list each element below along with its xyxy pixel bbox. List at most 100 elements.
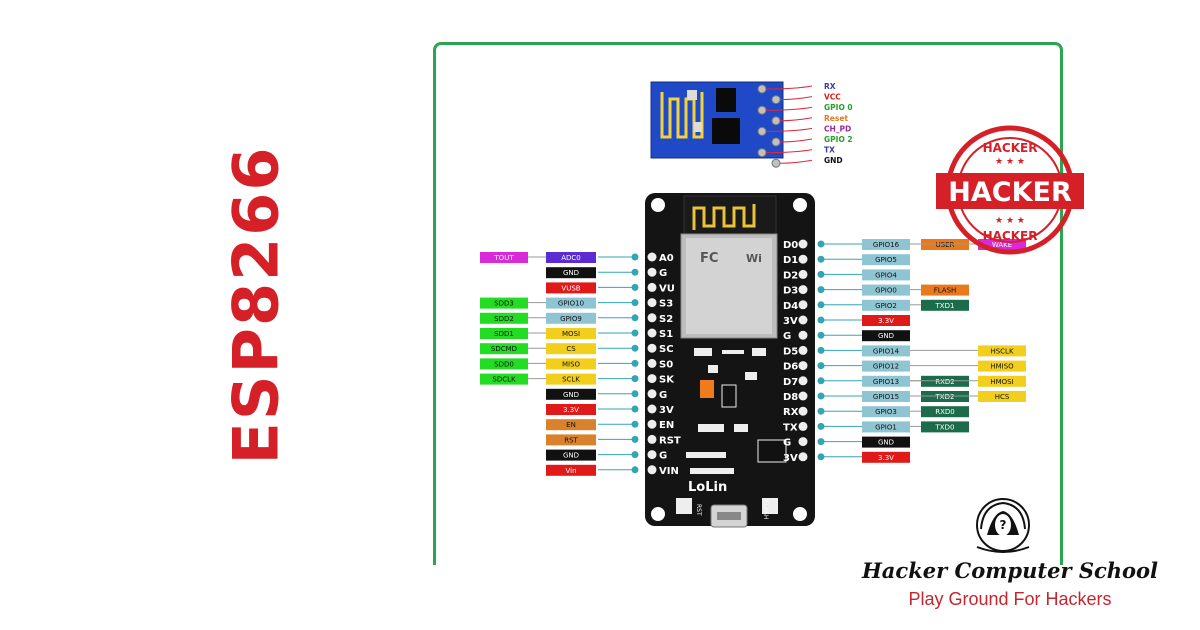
left-pin-tag-bg	[546, 312, 596, 324]
left-pin-label: 3V	[659, 405, 674, 416]
left-pin-alt-tag: SDD3	[494, 300, 514, 308]
right-pin-hole	[798, 421, 808, 431]
left-pin-dot	[631, 390, 639, 398]
right-pin-hole	[798, 391, 808, 401]
right-pin-tag-bg	[862, 315, 910, 326]
right-pin-hole	[798, 330, 808, 340]
left-pin-dot	[631, 299, 639, 307]
left-pin-hole	[647, 450, 657, 460]
right-pin-alt-tag: RXD0	[935, 408, 955, 416]
left-pin-label: SK	[659, 375, 675, 386]
right-pin-tag-bg	[862, 360, 910, 372]
left-pin-dot	[631, 329, 639, 337]
right-pin-label: D8	[783, 392, 798, 403]
left-pin-dot	[631, 314, 639, 322]
left-pin-tag-bg	[546, 404, 596, 415]
right-pin-tag: GPIO0	[875, 287, 897, 295]
esp01-pin-header	[771, 95, 781, 105]
svg-text:★ ★ ★: ★ ★ ★	[995, 216, 1025, 226]
right-pin-label: 3V	[783, 453, 798, 464]
left-pin-label: SC	[659, 344, 674, 355]
left-pin-tag: GND	[563, 391, 579, 399]
left-pin-tag: VUSB	[561, 284, 580, 292]
right-pin-hole	[798, 254, 808, 264]
left-pin-tag-bg	[546, 297, 596, 309]
left-pin-label: S0	[659, 359, 673, 370]
right-pin-label: D1	[783, 255, 798, 266]
right-pin-label: 3V	[783, 316, 798, 327]
left-pin-tag: ADC0	[561, 254, 581, 262]
right-pin-label: G	[783, 438, 791, 449]
left-pin-hole	[647, 389, 657, 399]
left-pin-hole	[647, 298, 657, 308]
right-pin-label: RX	[783, 407, 799, 418]
right-pin-tag: GPIO4	[875, 271, 897, 279]
right-pin-alt2-tag-bg	[978, 239, 1026, 250]
left-pin-alt-tag-bg	[480, 358, 528, 370]
right-pin-tag: GPIO12	[873, 363, 899, 371]
right-pin-alt2-tag-bg	[978, 375, 1026, 387]
left-pin-hole	[647, 328, 657, 338]
right-pin-alt2-tag-bg	[978, 345, 1026, 357]
esp01-pin-label: CH_PD	[824, 124, 851, 133]
left-pin-alt-tag-bg	[480, 343, 528, 355]
left-pin-dot	[631, 420, 639, 428]
left-pin-tag-bg	[546, 343, 596, 355]
left-pin-dot	[631, 375, 639, 383]
left-pin-tag-bg	[546, 358, 596, 370]
esp01-pin-label: GPIO 2	[824, 135, 853, 144]
left-pin-label: RST	[659, 435, 681, 446]
right-pin-tag-bg	[862, 391, 910, 402]
rst-button-label: RST	[695, 504, 702, 516]
left-pin-tag: MISO	[562, 360, 581, 368]
left-pin-tag-bg	[546, 267, 596, 279]
right-pin-hole	[798, 437, 808, 447]
left-pin-tag-bg	[546, 252, 596, 263]
right-pin-label: TX	[783, 422, 798, 433]
esp01-pin-header	[757, 148, 767, 158]
left-pin-label: G	[659, 268, 667, 279]
flash-button-label: FLASH	[762, 500, 769, 519]
right-pin-alt-tag: RXD2	[935, 378, 955, 386]
right-pin-alt-tag-bg	[921, 299, 969, 311]
right-pin-label: D0	[783, 240, 798, 251]
left-pin-tag-bg	[546, 328, 596, 339]
left-pin-label: G	[659, 390, 667, 401]
esp01-pin-label: VCC	[824, 93, 841, 102]
diagram-frame	[433, 42, 1063, 565]
right-pin-tag: GPIO15	[873, 393, 899, 401]
right-pin-tag: GPIO3	[875, 408, 897, 416]
anonymous-logo-icon: ?	[973, 495, 1033, 557]
right-pin-tag-bg	[862, 299, 910, 311]
left-pin-alt-tag-bg	[480, 328, 528, 339]
svg-text:Wi: Wi	[746, 252, 762, 265]
right-pin-tag-bg	[862, 254, 910, 266]
left-pin-alt-tag: TOUT	[493, 254, 514, 262]
esp01-pin-header	[771, 158, 781, 168]
right-pin-tag-bg	[862, 269, 910, 281]
right-pin-alt2-tag: HCS	[995, 393, 1010, 401]
right-pin-alt-tag: TXD0	[935, 423, 955, 431]
right-pin-alt2-tag: HMISO	[990, 363, 1014, 371]
left-pin-tag: MOSI	[562, 330, 580, 338]
right-pin-label: G	[783, 331, 791, 342]
right-pin-tag-bg	[862, 406, 910, 418]
right-pin-hole	[798, 315, 808, 325]
right-pin-tag-bg	[862, 239, 910, 250]
right-pin-alt-tag: FLASH	[934, 287, 957, 295]
stamp-bottom-text: HACKER	[983, 229, 1038, 243]
left-pin-hole	[647, 343, 657, 353]
right-pin-label: D6	[783, 362, 798, 373]
right-pin-tag: GPIO2	[875, 302, 897, 310]
left-pin-hole	[647, 434, 657, 444]
right-pin-alt2-tag: HSCLK	[990, 347, 1013, 355]
right-pin-alt-tag-bg	[921, 421, 969, 433]
right-pin-hole	[798, 300, 808, 310]
esp01-pin-label: GND	[824, 156, 843, 165]
left-pin-hole	[647, 374, 657, 384]
left-pin-label: S2	[659, 314, 673, 325]
left-pin-hole	[647, 313, 657, 323]
left-pin-hole	[647, 465, 657, 475]
left-pin-tag: Vin	[565, 467, 576, 475]
hacker-stamp: HACKER ★ ★ ★ HACKER ★ ★ ★ HACKER	[930, 118, 1090, 258]
